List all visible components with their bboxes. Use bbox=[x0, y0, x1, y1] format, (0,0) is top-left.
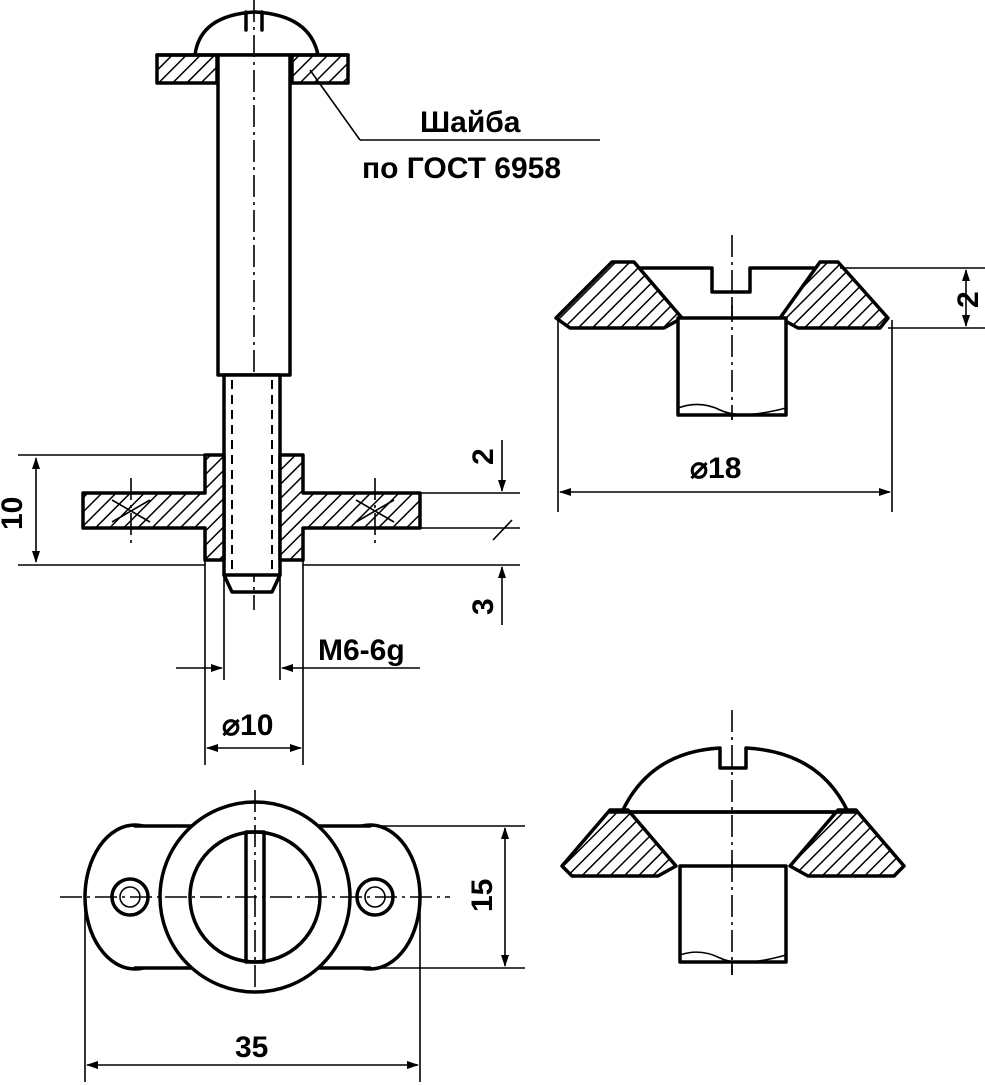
shaft-stub-bottom bbox=[678, 864, 788, 964]
washer-right-section bbox=[778, 260, 890, 330]
plan-view: 15 35 bbox=[60, 790, 525, 1082]
dim-thread: M6-6g bbox=[318, 634, 405, 667]
screw-head-bottom bbox=[620, 746, 850, 814]
dim-height-15: 15 bbox=[466, 879, 499, 912]
dim-width-35: 35 bbox=[235, 1031, 268, 1064]
dim-head-2: 2 bbox=[952, 291, 985, 308]
dim-dia-10: ⌀10 bbox=[222, 709, 273, 742]
dim-gap-2-left: 2 bbox=[467, 448, 500, 465]
top-washer-left bbox=[155, 53, 219, 85]
shaft-stub-top bbox=[676, 316, 788, 417]
callout-leader bbox=[309, 69, 361, 141]
base-plate-left bbox=[81, 453, 226, 562]
screw-washer-detail-bottom bbox=[560, 710, 906, 975]
washer-left-section bbox=[554, 260, 684, 330]
top-washer-right bbox=[290, 53, 350, 85]
washer-right-section-bottom bbox=[788, 808, 906, 878]
dim-dia-18: ⌀18 bbox=[690, 452, 741, 485]
base-plate-right bbox=[278, 453, 422, 562]
dim-gap-3: 3 bbox=[467, 598, 500, 615]
washer-detail-top: 2 ⌀18 bbox=[554, 235, 985, 512]
screw-head-dome bbox=[193, 10, 320, 57]
callout-line1: Шайба bbox=[420, 106, 521, 139]
washer-left-section-bottom bbox=[560, 808, 678, 878]
dim-height-10: 10 bbox=[0, 497, 29, 530]
main-section-view: Шайба по ГОСТ 6958 10 2 3 M6-6g ⌀10 bbox=[0, 0, 600, 765]
callout-line2: по ГОСТ 6958 bbox=[362, 152, 561, 185]
